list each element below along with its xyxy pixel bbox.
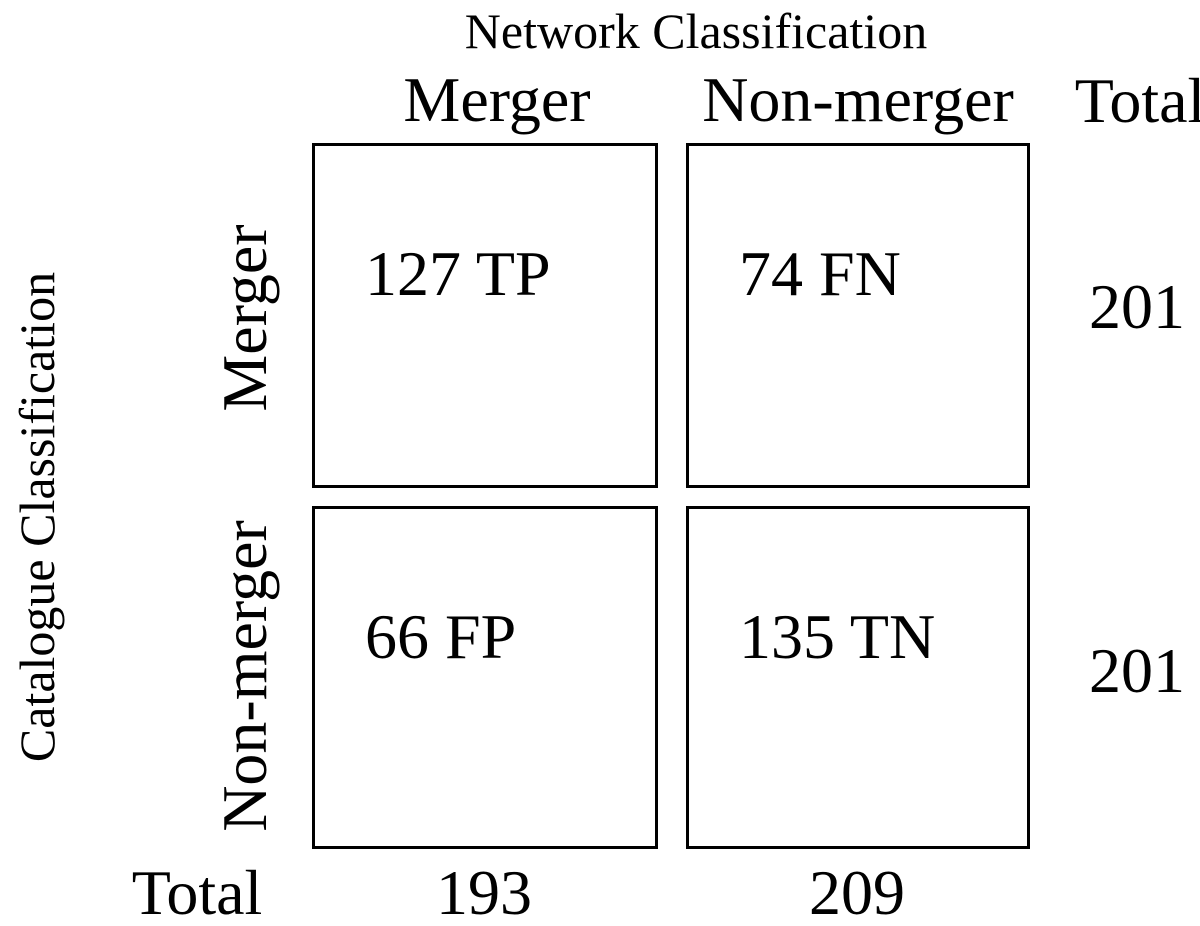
y-axis-title: Catalogue Classification [9, 271, 65, 763]
row-label-non-merger: Non-merger [209, 520, 280, 832]
cell-value-false-positive: 66 FP [365, 601, 517, 672]
cell-box-true-negative: 135 TN [686, 506, 1030, 849]
col-total-merger: 193 [436, 857, 532, 926]
cell-value-true-positive: 127 TP [365, 238, 551, 309]
row-total-non-merger: 201 [1089, 635, 1185, 706]
row-total-merger: 201 [1089, 271, 1185, 342]
cell-box-false-positive: 66 FP [312, 506, 658, 849]
col-header-merger: Merger [403, 64, 591, 135]
col-total-non-merger: 209 [809, 857, 905, 926]
col-header-total: Total [1074, 65, 1200, 136]
cell-box-false-negative: 74 FN [686, 143, 1030, 488]
row-label-merger: Merger [209, 224, 280, 412]
x-axis-title: Network Classification [464, 3, 928, 59]
col-totals-label: Total [131, 857, 263, 926]
col-header-non-merger: Non-merger [702, 64, 1014, 135]
cell-box-true-positive: 127 TP [312, 143, 658, 488]
cell-value-false-negative: 74 FN [739, 238, 901, 309]
cell-value-true-negative: 135 TN [739, 601, 936, 672]
